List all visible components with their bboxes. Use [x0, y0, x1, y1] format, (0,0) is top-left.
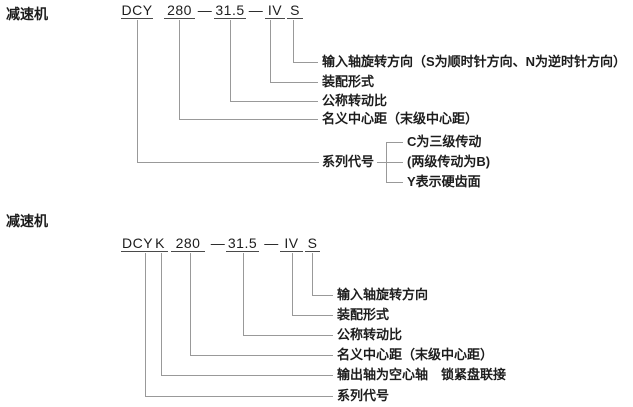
- callout-hollow-shaft: 输出轴为空心轴 锁紧盘联接: [337, 367, 507, 382]
- bracket-line: [377, 162, 386, 163]
- bracket-line: [386, 142, 403, 143]
- branch-two-stage: (两级传动为B): [407, 154, 491, 169]
- callout-input-rotation: 输入轴旋转方向: [337, 287, 429, 302]
- callout-series-code: 系列代号: [322, 154, 375, 169]
- connector-line: [270, 20, 271, 82]
- reducer-label-bottom: 减速机: [6, 213, 48, 229]
- code-segment-series: DCY: [121, 235, 154, 252]
- code-segment-rotation: S: [287, 2, 303, 19]
- code-segment-series: DCY: [121, 2, 153, 19]
- connector-line: [190, 355, 333, 356]
- callout-nominal-ratio: 公称转动比: [322, 93, 388, 108]
- callout-series-code: 系列代号: [337, 388, 390, 403]
- callout-input-rotation: 输入轴旋转方向（S为顺时针方向、N为逆时针方向）: [322, 54, 627, 69]
- code-segment-hollow-shaft: K: [152, 235, 168, 252]
- connector-line: [137, 20, 138, 162]
- connector-line: [230, 101, 318, 102]
- connector-line: [230, 20, 231, 101]
- connector-line: [137, 162, 319, 163]
- code-segment-rotation: S: [305, 235, 320, 252]
- code-dash: —: [248, 2, 264, 18]
- callout-center-distance: 名义中心距（末级中心距）: [322, 111, 479, 126]
- connector-line: [179, 119, 318, 120]
- callout-assembly: 装配形式: [337, 307, 390, 322]
- code-segment-assembly: IV: [265, 2, 285, 19]
- callout-assembly: 装配形式: [322, 74, 375, 89]
- code-dash: —: [197, 2, 213, 18]
- callout-center-distance: 名义中心距（末级中心距）: [337, 347, 494, 362]
- branch-hard-tooth: Y表示硬齿面: [407, 174, 481, 189]
- connector-line: [312, 295, 333, 296]
- connector-line: [179, 20, 180, 119]
- code-segment-ratio: 31.5: [214, 2, 246, 19]
- code-dash: —: [210, 235, 226, 251]
- code-segment-center-distance: 280: [171, 235, 205, 252]
- top-model-code: DCY 280 — 31.5 — IV S: [0, 2, 633, 22]
- code-segment-center-distance: 280: [164, 2, 195, 19]
- connector-line: [145, 253, 146, 396]
- bracket-line: [386, 162, 403, 163]
- bracket-line: [386, 182, 403, 183]
- connector-line: [293, 62, 318, 63]
- branch-three-stage: C为三级传动: [407, 134, 482, 149]
- connector-line: [292, 315, 333, 316]
- callout-nominal-ratio: 公称转动比: [337, 327, 403, 342]
- connector-line: [292, 253, 293, 315]
- connector-line: [243, 335, 333, 336]
- bottom-model-code: DCY K 280 — 31.5 — IV S: [0, 235, 633, 255]
- connector-line: [270, 82, 318, 83]
- code-dash: —: [264, 235, 279, 251]
- code-segment-ratio: 31.5: [226, 235, 259, 252]
- connector-line: [145, 396, 333, 397]
- connector-line: [312, 253, 313, 295]
- connector-line: [293, 20, 294, 62]
- connector-line: [190, 253, 191, 355]
- code-segment-assembly: IV: [280, 235, 303, 252]
- connector-line: [243, 253, 244, 335]
- connector-line: [161, 375, 333, 376]
- reducer-label-top: 减速机: [6, 6, 48, 22]
- connector-line: [161, 253, 162, 375]
